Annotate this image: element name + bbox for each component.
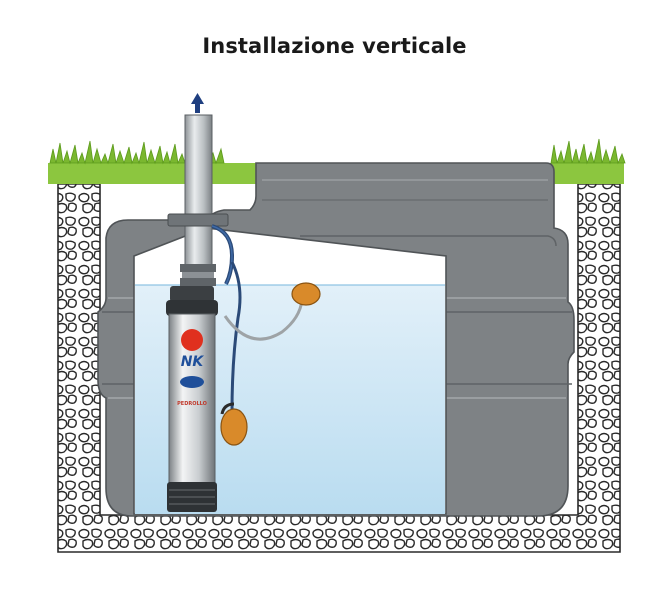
diagram-title: Installazione verticale: [202, 34, 467, 58]
level-float-icon: [291, 282, 321, 306]
pump-logo-icon: [181, 329, 203, 351]
float-switch-lower-icon: [220, 408, 248, 446]
level-float: [223, 282, 321, 341]
pump-model-label: NK: [181, 354, 205, 370]
submersible-pump: NK PEDROLLO: [166, 286, 218, 512]
float-switch: [220, 261, 248, 446]
pump-brand-label: PEDROLLO: [177, 401, 207, 407]
grass-right: [550, 138, 626, 184]
pump-badge-icon: [180, 376, 204, 388]
discharge-pipe: [167, 114, 229, 288]
grass-left: [48, 140, 256, 184]
flow-up-arrow-icon: [191, 93, 204, 113]
